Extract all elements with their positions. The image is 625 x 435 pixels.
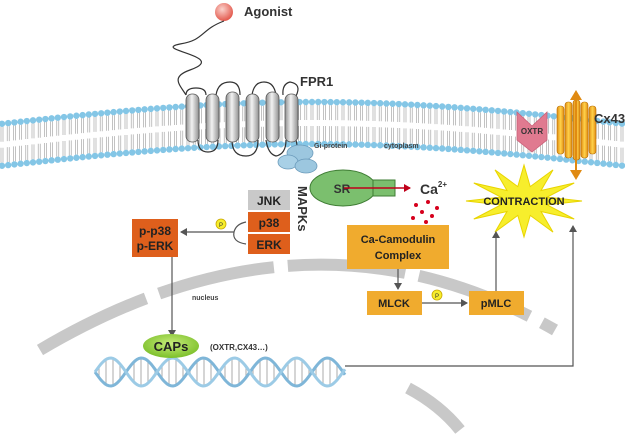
dna-to-contraction-arrow (345, 225, 577, 367)
oxtr-label: OXTR (521, 127, 543, 136)
calcium-label: Ca2+ (420, 180, 447, 197)
phospho-label-mlc: P (435, 294, 439, 300)
calcium-ions (411, 200, 439, 224)
pmlc-label: pMLC (481, 298, 512, 310)
jnk-label: JNK (257, 194, 281, 208)
p38-box (248, 212, 290, 232)
erk-label: ERK (256, 238, 282, 252)
agonist-ligand (215, 3, 233, 21)
caps-targets-label: (OXTR,CX43…) (210, 343, 268, 352)
cytoplasm-label: cytoplasm (384, 143, 419, 150)
mapk-bracket (233, 221, 247, 245)
phospho-badge-mlc (431, 289, 443, 301)
phospho-badge-mapk (215, 218, 227, 230)
gi-protein-label: Gi-protein (314, 143, 347, 150)
nucleus-label: nucleus (192, 295, 219, 302)
gi-protein (277, 144, 318, 174)
ca-camodulin-label-line2: Complex (375, 250, 422, 262)
agonist-tether (172, 20, 225, 96)
mlck-label: MLCK (378, 298, 410, 310)
caps-node (143, 334, 199, 358)
pp38-label: p-p38 (139, 224, 171, 238)
perk-label: p-ERK (137, 239, 174, 253)
mlck-box (367, 291, 422, 315)
ca-camodulin-box (347, 225, 449, 269)
caps-label: CAPs (154, 339, 189, 354)
nuclear-envelope-lower (405, 382, 465, 434)
jnk-box (248, 190, 290, 210)
dna-helix (93, 356, 347, 388)
phospho-mapk-box (132, 219, 178, 257)
agonist-label: Agonist (244, 4, 293, 19)
ca-camodulin-label-line1: Ca-Camodulin (361, 234, 436, 246)
cx43-connexon (556, 90, 597, 180)
sr-label: SR (334, 182, 351, 196)
erk-box (248, 234, 290, 254)
pmlc-box (469, 291, 524, 315)
oxtr-receptor (516, 111, 548, 153)
contraction-label: CONTRACTION (483, 196, 564, 208)
mapks-label: MAPKs (295, 186, 310, 232)
p38-label: p38 (259, 216, 280, 230)
phospho-label-mapk: P (219, 223, 223, 229)
fpr1-receptor (185, 81, 299, 161)
cx43-label: Cx43 (594, 111, 625, 126)
contraction-burst (465, 163, 583, 239)
fpr1-label: FPR1 (300, 74, 333, 89)
